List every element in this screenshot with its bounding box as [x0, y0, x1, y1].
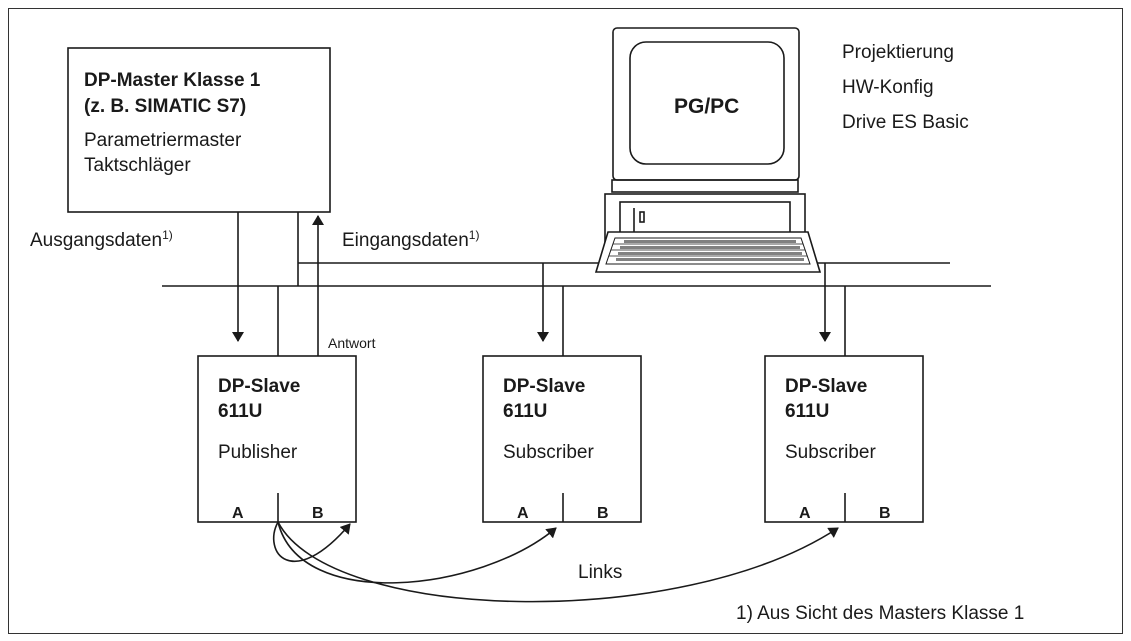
- slave-2-role: Subscriber: [503, 442, 594, 463]
- answer-label: Antwort: [328, 335, 376, 351]
- slave-box-3: [764, 355, 924, 523]
- slave-3-type: 611U: [785, 401, 830, 422]
- diagram-frame: [8, 8, 1123, 634]
- pc-screen-label: PG/PC: [674, 95, 740, 118]
- output-data-label: Ausgangsdaten1): [30, 228, 173, 251]
- master-title-2: (z. B. SIMATIC S7): [84, 96, 247, 117]
- slave-1-name: DP-Slave: [218, 376, 301, 397]
- slave-box-1: [197, 355, 357, 523]
- keyboard-keys: [616, 240, 804, 261]
- slave-2-port-b: B: [597, 505, 609, 522]
- slave-box-2: [482, 355, 642, 523]
- master-role-2: Taktschläger: [84, 155, 191, 176]
- slave-2-port-a: A: [517, 505, 529, 522]
- slave-1-type: 611U: [218, 401, 263, 422]
- master-role-1: Parametriermaster: [84, 130, 242, 151]
- slave-3-port-b: B: [879, 505, 891, 522]
- slave-3-port-a: A: [799, 505, 811, 522]
- slave-1-port-b: B: [312, 505, 324, 522]
- master-box: [67, 47, 331, 213]
- slave-3-role: Subscriber: [785, 442, 876, 463]
- pc-tool-1: Projektierung: [842, 42, 954, 63]
- pc-tool-3: Drive ES Basic: [842, 112, 969, 133]
- footnote: 1) Aus Sicht des Masters Klasse 1: [736, 603, 1025, 624]
- slave-2-type: 611U: [503, 401, 548, 422]
- slave-1-role: Publisher: [218, 442, 298, 463]
- slave-2-name: DP-Slave: [503, 376, 586, 397]
- input-data-label: Eingangsdaten1): [342, 228, 480, 251]
- slave-1-port-a: A: [232, 505, 244, 522]
- links-label: Links: [578, 562, 623, 583]
- master-title-1: DP-Master Klasse 1: [84, 70, 261, 91]
- pc-tool-2: HW-Konfig: [842, 77, 934, 98]
- slave-3-name: DP-Slave: [785, 376, 868, 397]
